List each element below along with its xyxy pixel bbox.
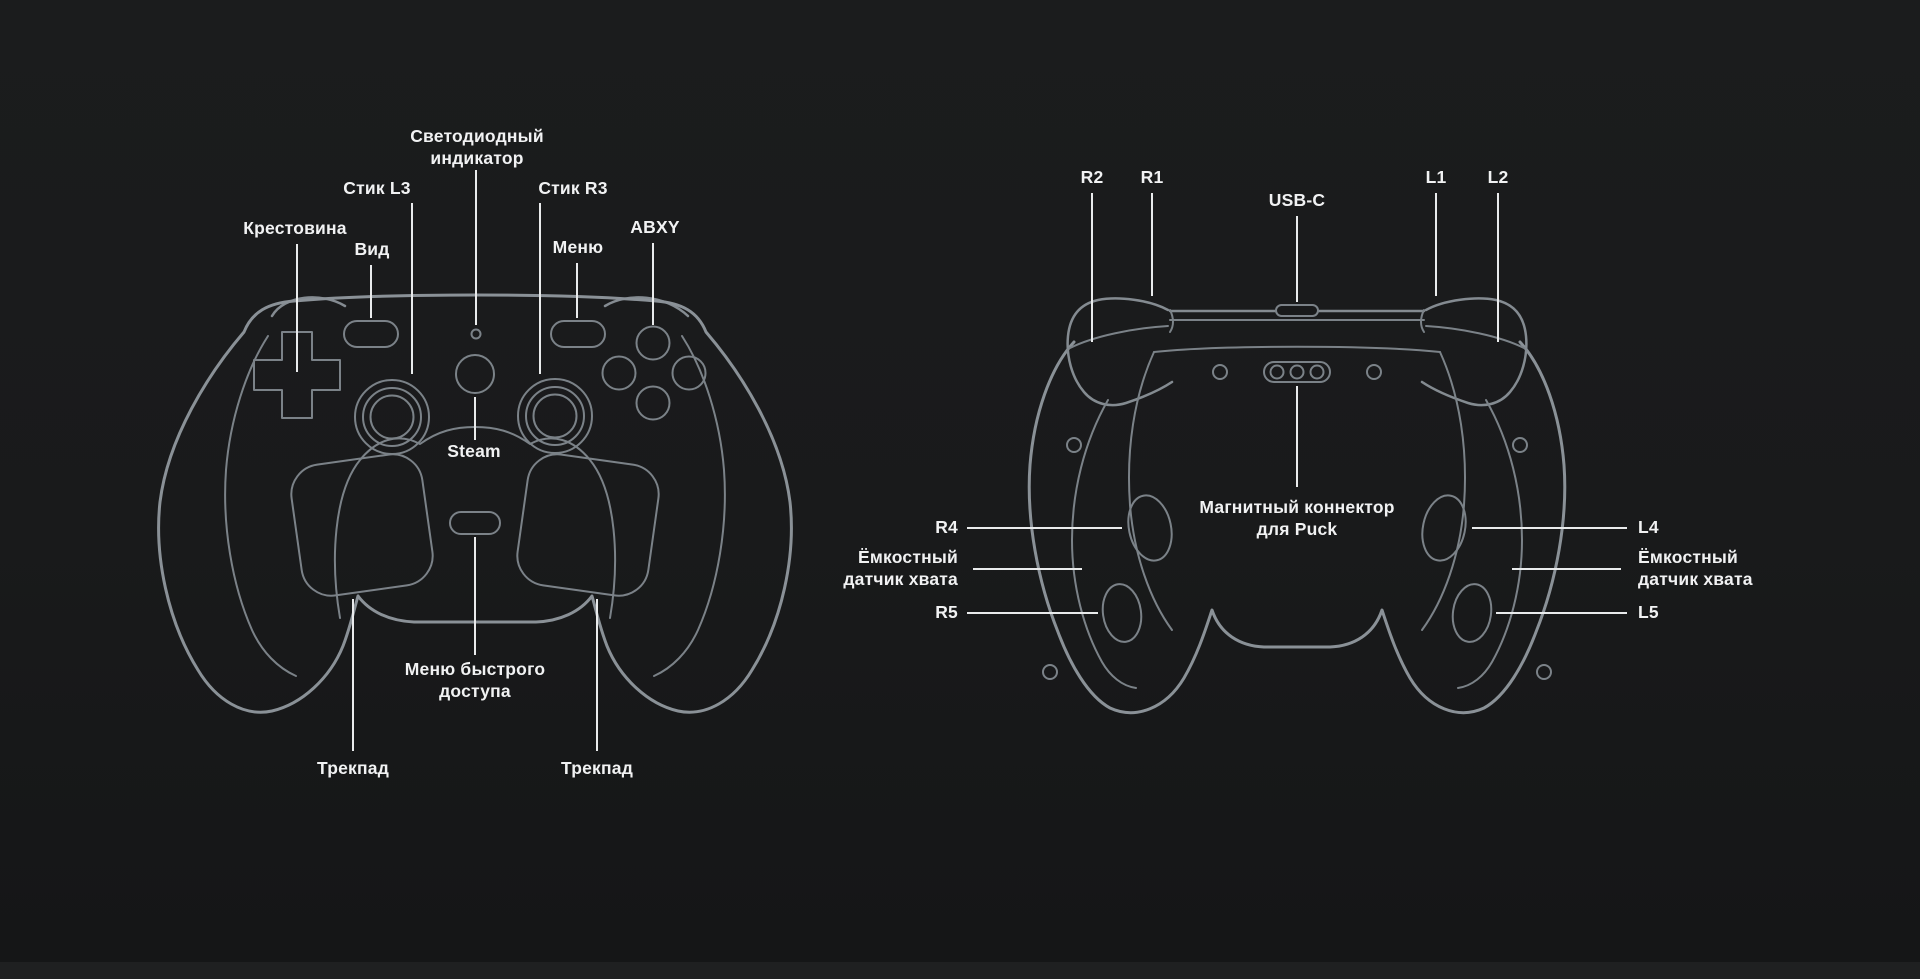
leader-lines: [296, 170, 1627, 751]
right-trackpad: [516, 453, 660, 597]
back-inner-panel-right: [1421, 351, 1466, 631]
label-steam-button: Steam: [447, 441, 501, 461]
label-grip-sensor-left: Ёмкостный датчик хвата: [843, 547, 958, 589]
back-inner-panel-top: [1153, 345, 1441, 353]
label-usb-c: USB-C: [1268, 190, 1326, 210]
label-dpad: Крестовина: [243, 218, 347, 238]
led-indicator-dot: [470, 328, 482, 340]
back-left-bumper-l1-l2: [1420, 297, 1528, 407]
menu-button: [550, 320, 606, 348]
dpad-cross: [253, 331, 341, 419]
label-puck-connector: Магнитный коннектор для Puck: [1199, 497, 1395, 539]
front-left-grip-seam: [224, 335, 297, 677]
label-l1: L1: [1425, 167, 1447, 187]
label-grip-sensor-right: Ёмкостный датчик хвата: [1638, 547, 1753, 589]
front-body-outline: [157, 293, 793, 714]
label-r5: R5: [935, 602, 958, 622]
section-divider-strip: [0, 962, 1920, 979]
label-trackpad-left: Трекпад: [316, 758, 390, 778]
label-l2: L2: [1487, 167, 1509, 187]
usb-c-port: [1275, 304, 1319, 317]
left-stick: [354, 379, 430, 455]
back-view-drawing: [1027, 297, 1567, 714]
label-stick-r3: Стик R3: [538, 178, 608, 198]
r5-button: [1101, 583, 1143, 643]
label-menu-button: Меню: [552, 237, 604, 257]
right-stick: [517, 378, 593, 454]
l4-button: [1421, 494, 1467, 562]
l5-button: [1451, 583, 1493, 643]
view-button: [343, 320, 399, 348]
abxy-buttons: [601, 325, 707, 421]
back-right-bumper-r1-r2: [1066, 297, 1174, 407]
front-right-bumper-arc: [603, 296, 690, 318]
back-body-outline: [1027, 340, 1567, 714]
label-l4: L4: [1638, 517, 1659, 537]
label-stick-l3: Стик L3: [343, 178, 411, 198]
front-right-grip-seam: [653, 335, 726, 677]
label-r1: R1: [1140, 167, 1164, 187]
steam-button: [455, 354, 495, 394]
front-left-bumper-arc: [270, 296, 347, 318]
r4-button: [1127, 494, 1173, 562]
label-led-indicator: Светодиодный индикатор: [410, 126, 544, 168]
back-left-grip-seam: [1071, 399, 1137, 689]
label-trackpad-right: Трекпад: [560, 758, 634, 778]
back-inner-panel-left: [1128, 351, 1173, 631]
label-r4: R4: [935, 517, 958, 537]
label-l5: L5: [1638, 602, 1659, 622]
back-right-grip-seam: [1457, 399, 1523, 689]
label-quick-access: Меню быстрого доступа: [404, 659, 546, 701]
label-r2: R2: [1080, 167, 1104, 187]
puck-connector: [1263, 361, 1331, 383]
left-trackpad: [290, 453, 434, 597]
label-view-button: Вид: [354, 239, 390, 259]
quick-access-button: [449, 511, 501, 535]
screws: [1042, 364, 1552, 680]
label-abxy: ABXY: [630, 217, 680, 237]
